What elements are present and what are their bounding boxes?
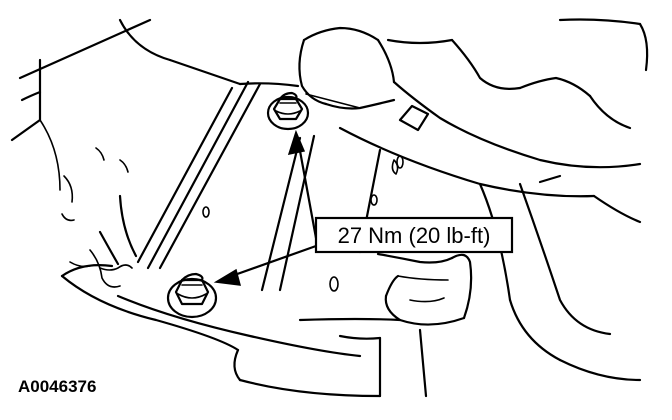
upper-bolt bbox=[266, 91, 310, 131]
hex-bolt-icon bbox=[166, 272, 218, 319]
torque-label: 27 Nm (20 lb-ft) bbox=[338, 223, 491, 248]
callout-leaders bbox=[213, 129, 318, 286]
figure-id: A0046376 bbox=[18, 377, 96, 396]
hex-bolt-icon bbox=[266, 91, 310, 131]
lower-bolt bbox=[166, 272, 218, 319]
chassis-outline bbox=[10, 18, 649, 398]
torque-callout: 27 Nm (20 lb-ft) bbox=[314, 216, 514, 254]
